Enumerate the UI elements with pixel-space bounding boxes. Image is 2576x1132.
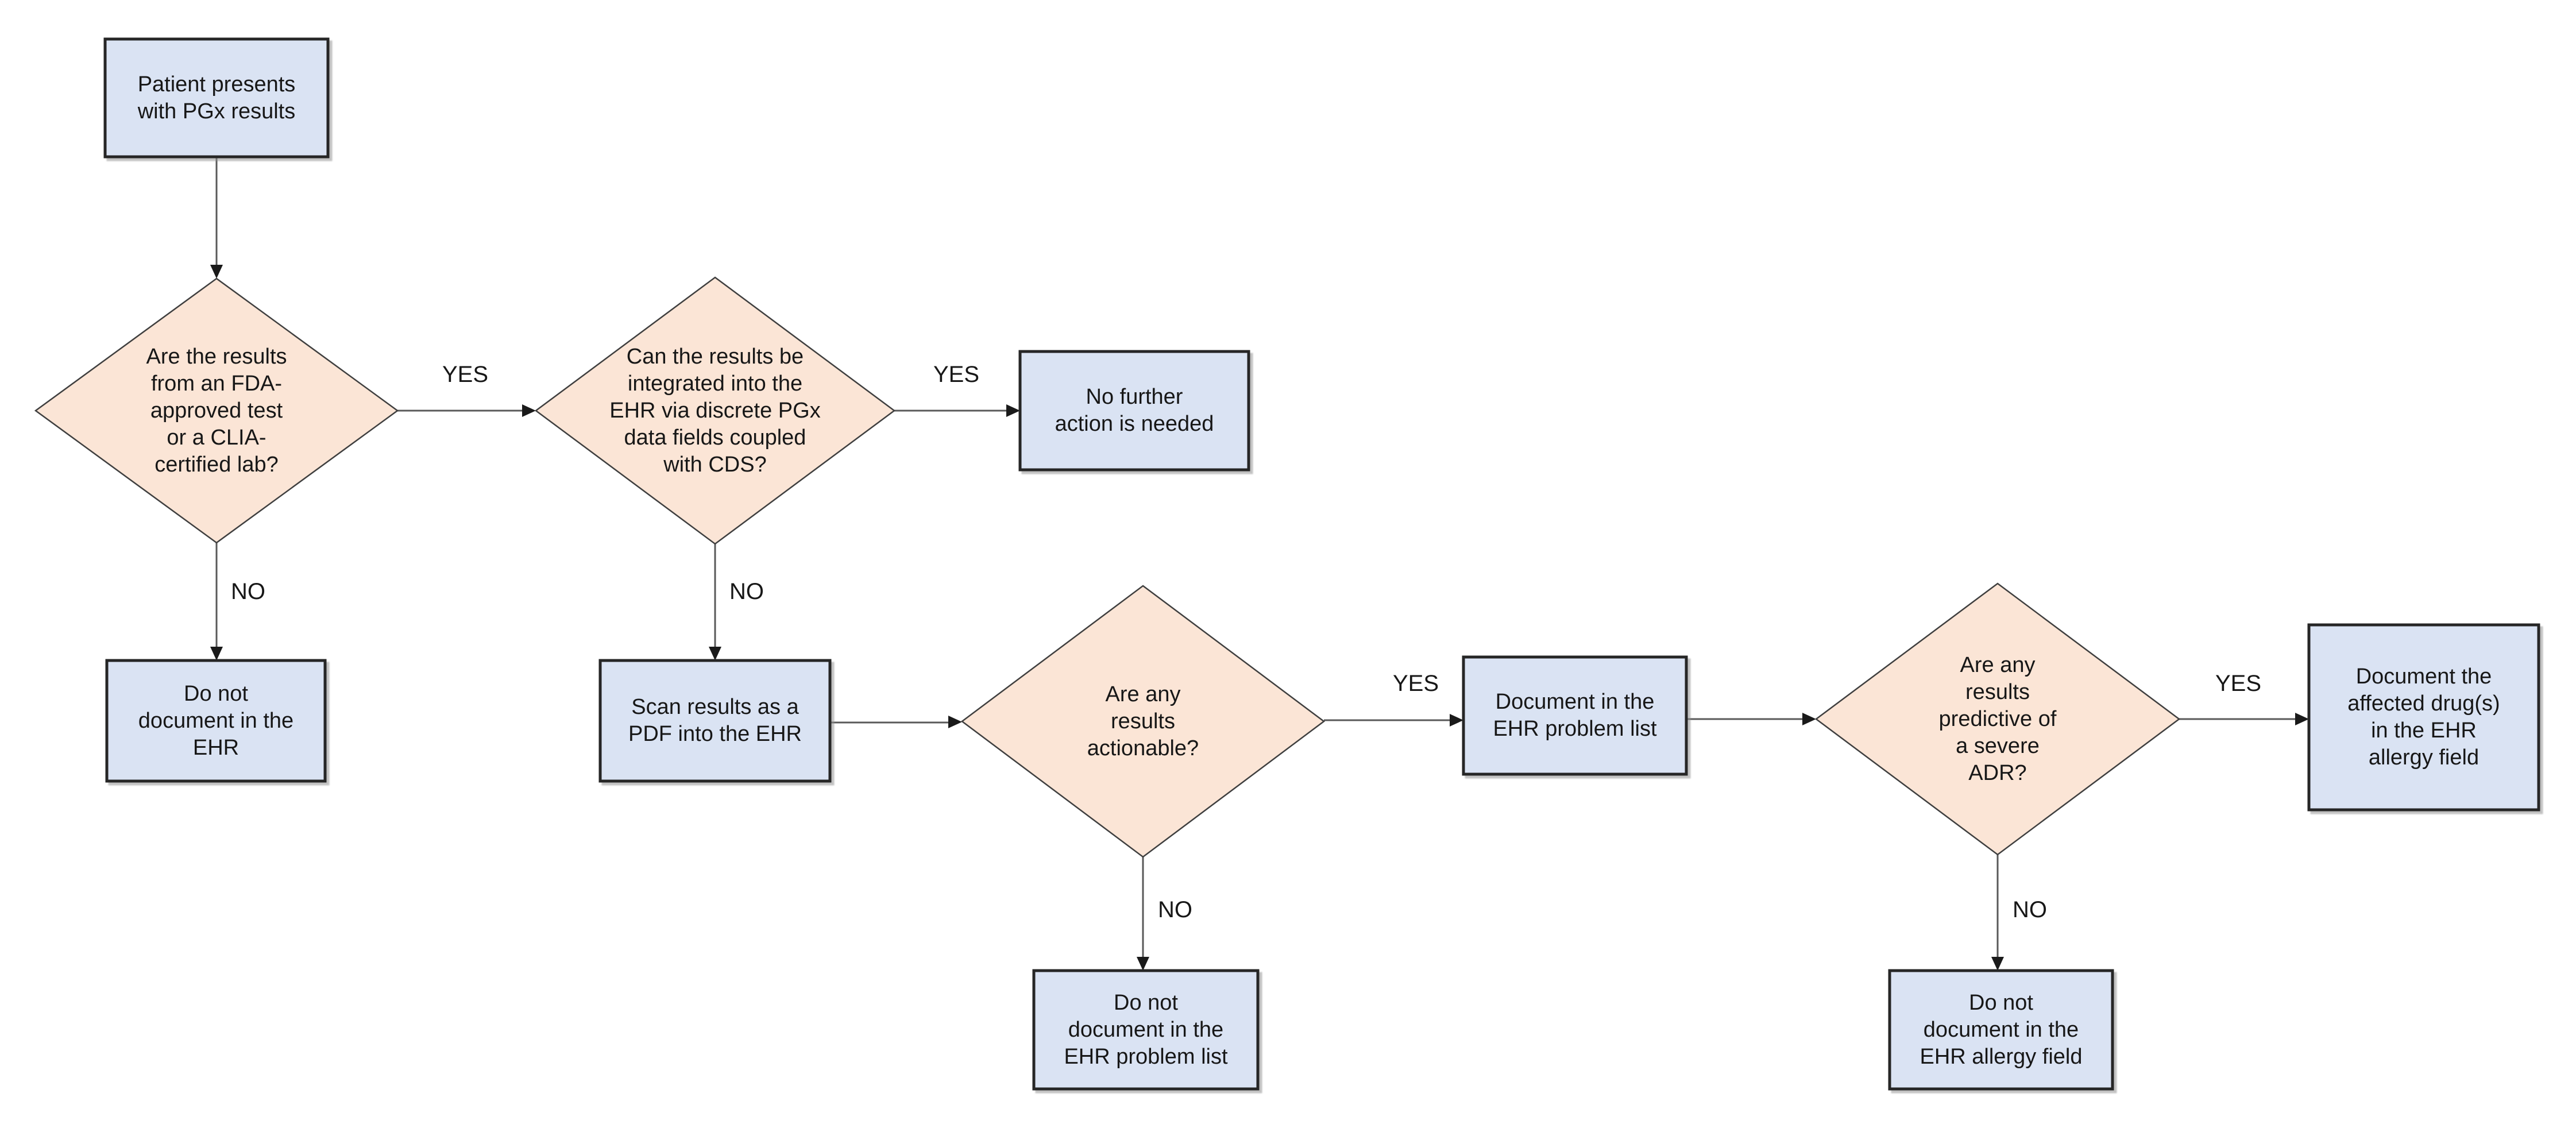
node-no-action-shape bbox=[1018, 350, 1250, 472]
process-boxes bbox=[103, 37, 2540, 1091]
node-severe-adr-shape bbox=[1814, 582, 2181, 856]
node-start-shape bbox=[103, 37, 330, 159]
arrowheads bbox=[210, 265, 2309, 971]
edge-fda-yes-arrowhead bbox=[522, 404, 536, 417]
node-integrate-shape bbox=[534, 276, 896, 545]
node-doc-allergy-shape bbox=[2307, 623, 2540, 812]
edge-problem-adr-arrowhead bbox=[1802, 713, 1816, 725]
node-fda-clia-shape bbox=[34, 277, 399, 544]
node-doc-problem-shape bbox=[1462, 655, 1688, 776]
node-scan-pdf-shape bbox=[598, 659, 832, 783]
edge-start-fda-arrowhead bbox=[210, 265, 223, 279]
edge-adr-no-arrowhead bbox=[1991, 957, 2004, 971]
edge-actionable-no-arrowhead bbox=[1137, 957, 1149, 971]
decision-diamonds bbox=[34, 276, 2181, 858]
connectors bbox=[215, 157, 2296, 957]
edge-actionable-yes-arrowhead bbox=[1450, 714, 1463, 727]
edge-scan-actionable-arrowhead bbox=[948, 716, 962, 728]
node-no-doc-problem-shape bbox=[1032, 969, 1260, 1091]
edge-integrate-no-arrowhead bbox=[709, 647, 721, 660]
edge-fda-no-arrowhead bbox=[210, 647, 223, 660]
node-actionable-shape bbox=[960, 585, 1326, 858]
edge-integrate-yes-arrowhead bbox=[1006, 404, 1020, 417]
node-no-doc-allergy-shape bbox=[1888, 969, 2114, 1091]
edge-adr-yes-arrowhead bbox=[2295, 713, 2309, 725]
node-no-doc-ehr-shape bbox=[105, 659, 327, 783]
